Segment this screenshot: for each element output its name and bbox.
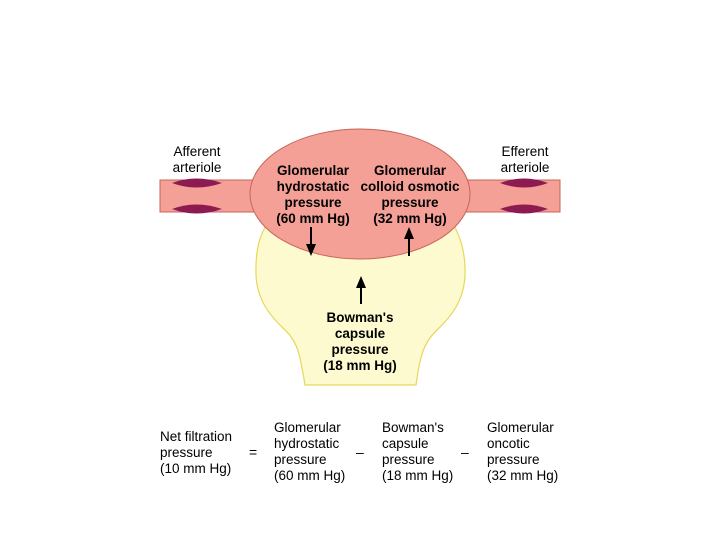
glomerular-colloid-label: Glomerular colloid osmotic pressure (32 … <box>357 163 463 227</box>
term3-line-2: oncotic <box>487 436 530 451</box>
net-line-2: pressure <box>160 445 213 460</box>
efferent-arteriole-label: Efferent arteriole <box>485 144 565 176</box>
efferent-wall-top <box>500 178 548 188</box>
glomerular-hydrostatic-label: Glomerular hydrostatic pressure (60 mm H… <box>266 163 360 227</box>
term1-line-4: (60 mm Hg) <box>274 468 346 483</box>
bowmans-line-2: capsule <box>334 326 386 341</box>
hydrostatic-line-2: hydrostatic <box>276 179 350 194</box>
colloid-line-2: colloid osmotic <box>360 179 460 194</box>
afferent-wall-bottom <box>172 204 222 214</box>
net-filtration-term: Net filtration pressure (10 mm Hg) <box>160 429 232 477</box>
hydrostatic-line-3: pressure <box>284 195 342 210</box>
bowmans-capsule-term: Bowman's capsule pressure (18 mm Hg) <box>382 420 453 484</box>
afferent-label-line-1: Afferent <box>173 144 221 159</box>
up-arrow-colloid <box>404 227 414 256</box>
efferent-label-line-2: arteriole <box>500 160 550 175</box>
net-line-3: (10 mm Hg) <box>160 461 232 476</box>
colloid-line-4: (32 mm Hg) <box>373 211 447 226</box>
up-arrow-bowmans <box>356 276 366 304</box>
term3-line-4: (32 mm Hg) <box>487 468 559 483</box>
equals-sign: = <box>249 444 258 460</box>
minus-sign-1: – <box>356 444 364 460</box>
term1-line-3: pressure <box>274 452 327 467</box>
term2-line-2: capsule <box>382 436 429 451</box>
afferent-label-line-2: arteriole <box>172 160 222 175</box>
bowmans-line-1: Bowman's <box>326 310 394 325</box>
down-arrow-hydrostatic <box>306 227 316 256</box>
term2-line-4: (18 mm Hg) <box>382 468 454 483</box>
colloid-line-1: Glomerular <box>373 163 447 178</box>
term1-line-1: Glomerular <box>274 420 341 435</box>
afferent-arteriole-label: Afferent arteriole <box>157 144 237 176</box>
hydrostatic-line-4: (60 mm Hg) <box>276 211 350 226</box>
minus-sign-2: – <box>461 444 469 460</box>
afferent-wall-top <box>172 178 222 188</box>
term1-line-2: hydrostatic <box>274 436 340 451</box>
bowmans-capsule-label: Bowman's capsule pressure (18 mm Hg) <box>310 310 410 374</box>
term3-line-1: Glomerular <box>487 420 554 435</box>
term3-line-3: pressure <box>487 452 540 467</box>
efferent-label-line-1: Efferent <box>501 144 549 159</box>
efferent-wall-bottom <box>500 204 548 214</box>
glomerular-oncotic-term: Glomerular oncotic pressure (32 mm Hg) <box>487 420 558 484</box>
glomerulus <box>249 128 471 260</box>
glomerular-hydrostatic-term: Glomerular hydrostatic pressure (60 mm H… <box>274 420 345 484</box>
hydrostatic-line-1: Glomerular <box>276 163 350 178</box>
term2-line-3: pressure <box>382 452 435 467</box>
term2-line-1: Bowman's <box>382 420 444 435</box>
bowmans-line-4: (18 mm Hg) <box>323 358 397 373</box>
colloid-line-3: pressure <box>381 195 439 210</box>
bowmans-line-3: pressure <box>331 342 389 357</box>
net-line-1: Net filtration <box>160 429 233 444</box>
